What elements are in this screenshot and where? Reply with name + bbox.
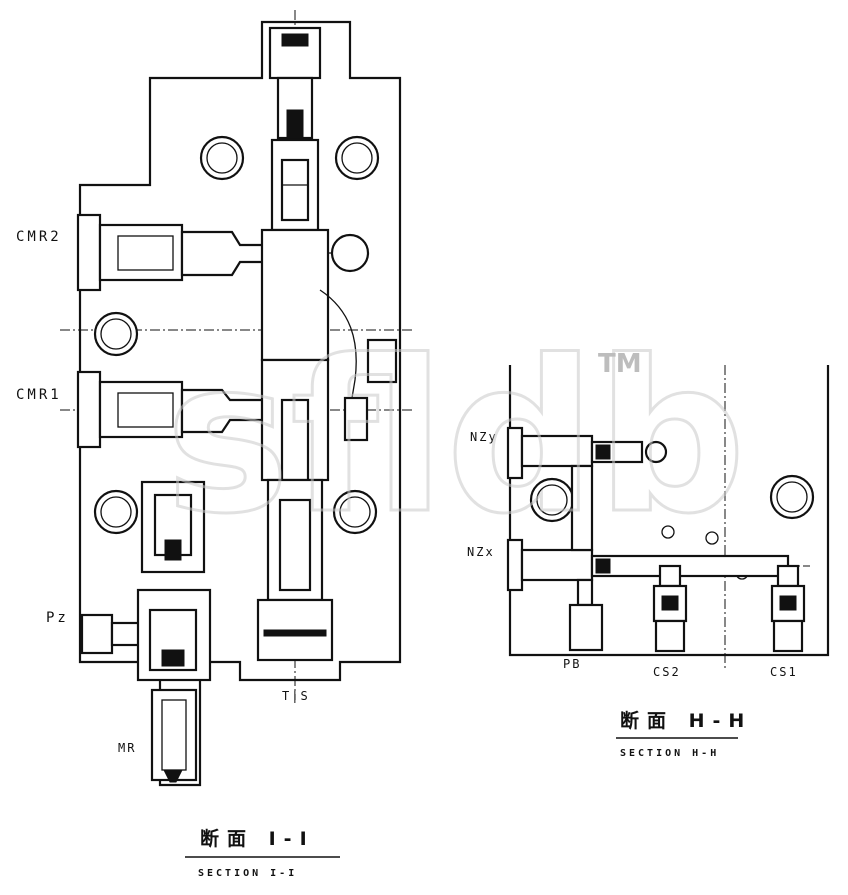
label-cmr2: CMR2 <box>16 229 62 245</box>
valve-cs2 <box>652 564 688 653</box>
section-ii-title-en: SECTION I-I <box>198 868 297 879</box>
label-cs2: CS2 <box>653 665 681 679</box>
mount-hole-top-right <box>334 135 380 181</box>
label-cs1: CS1 <box>770 665 798 679</box>
top-plug-inner <box>281 33 309 47</box>
hh-body-outline <box>508 365 830 657</box>
label-cmr1: CMR1 <box>16 387 62 403</box>
section-hh-view: NZy NZx PB CS2 CS1 断面 H-H SECTION H-H <box>467 365 830 759</box>
label-pb: PB <box>563 657 581 671</box>
port-nzx <box>506 538 790 592</box>
watermark-tm: TM <box>598 349 642 379</box>
right-plug-lower <box>343 396 369 442</box>
section-hh-title-en: SECTION H-H <box>620 748 719 759</box>
upper-spool-core <box>280 158 310 222</box>
right-plug-upper <box>366 338 398 384</box>
section-hh-title-cjk: 断面 H-H <box>620 709 752 732</box>
port-nzy <box>506 426 668 480</box>
section-ii-view: CMR2 CMR1 Pz MR T|S 断面 I-I SECTION I-I <box>16 10 415 879</box>
port-pb <box>568 578 604 652</box>
label-ts: T|S <box>282 689 310 703</box>
central-spool-rod <box>280 398 310 482</box>
watermark: sfldb TM <box>164 314 748 562</box>
lower-plug-band <box>263 629 327 637</box>
hh-mount-hole-left <box>529 477 575 523</box>
port-cmr2 <box>76 213 370 292</box>
port-pz <box>80 613 144 655</box>
mount-hole-mid-left <box>93 311 139 357</box>
valve-cs1 <box>770 564 806 653</box>
mount-hole-bottom-right <box>332 489 378 535</box>
mount-hole-top-left <box>199 135 245 181</box>
hh-vertical-passage <box>570 464 594 552</box>
hh-small-hole-2 <box>705 531 719 545</box>
mount-hole-bottom-left <box>93 489 139 535</box>
curved-passage <box>319 289 357 411</box>
relief-valve-mr <box>136 480 212 783</box>
hh-mount-hole-right <box>769 474 815 520</box>
label-nzx: NZx <box>467 545 495 559</box>
watermark-text: sfldb <box>165 315 746 560</box>
top-spool-dark <box>286 109 304 141</box>
label-pz: Pz <box>46 610 69 626</box>
label-mr: MR <box>118 741 136 755</box>
label-nzy: NZy <box>470 430 498 444</box>
central-spool-upper <box>260 228 330 362</box>
port-cmr1 <box>76 370 272 449</box>
central-spool-lower-core <box>278 498 312 592</box>
hh-small-hole-1 <box>661 525 675 539</box>
section-ii-title-cjk: 断面 I-I <box>200 827 315 850</box>
